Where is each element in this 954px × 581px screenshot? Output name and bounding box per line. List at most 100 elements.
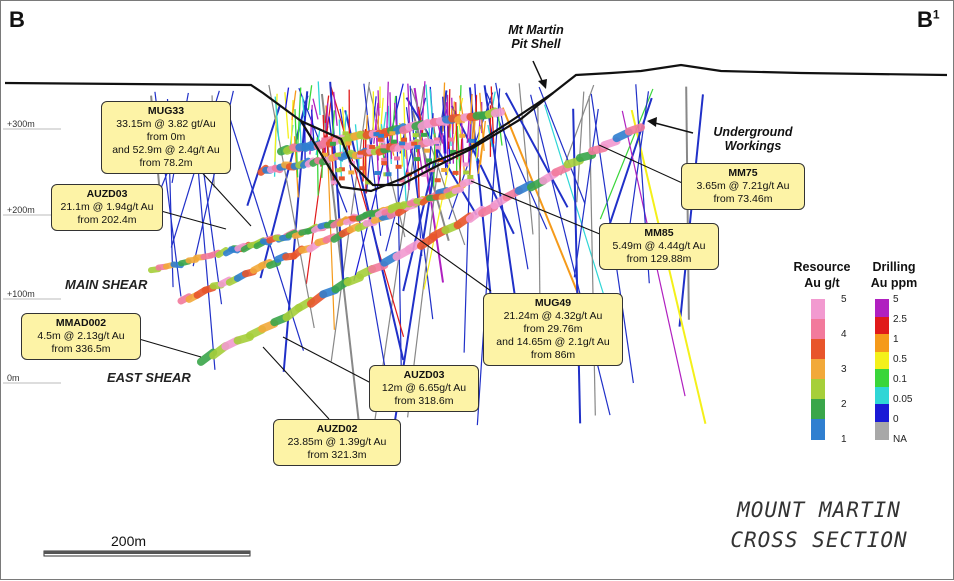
resource-block	[339, 176, 345, 180]
main-shear-label: MAIN SHEAR	[65, 277, 147, 292]
pit-shell-arrow	[533, 61, 543, 83]
resource-block	[580, 155, 592, 158]
resource-legend-swatch	[811, 319, 825, 340]
resource-block	[468, 139, 474, 143]
drilling-legend-swatch	[875, 387, 889, 405]
drilling-legend-tick: 0.1	[893, 374, 907, 385]
callout-mm75: MM75 3.65m @ 7.21g/t Au from 73.46m	[681, 163, 805, 210]
resource-block	[335, 153, 341, 157]
resource-legend-tick: 5	[841, 294, 847, 305]
drilling-legend-swatch	[875, 317, 889, 335]
drilling-legend-tick: 0.5	[893, 354, 907, 365]
scale-bar	[44, 551, 250, 556]
underground-workings-label: Underground Workings	[695, 125, 811, 153]
resource-legend-tick: 4	[841, 329, 847, 340]
callout-auzd03-lower: AUZD03 12m @ 6.65g/t Au from 318.6m	[369, 365, 479, 412]
resource-block	[435, 145, 441, 149]
drilling-legend-title: Drilling Au ppm	[861, 259, 927, 291]
resource-legend-swatch	[811, 399, 825, 420]
resource-block	[345, 141, 351, 145]
resource-block	[399, 141, 405, 145]
resource-block	[413, 133, 419, 137]
resource-legend-tick: 2	[841, 399, 847, 410]
resource-block	[414, 157, 420, 161]
resource-block	[434, 140, 440, 144]
drilling-legend-swatch	[875, 369, 889, 387]
underground-arrowhead	[647, 117, 657, 127]
resource-legend-swatch	[811, 339, 825, 360]
resource-block	[463, 171, 469, 175]
resource-block	[348, 170, 354, 174]
drilling-legend-swatch	[875, 299, 889, 317]
resource-block	[629, 127, 641, 131]
callout-mmad002: MMAD002 4.5m @ 2.13g/t Au from 336.5m	[21, 313, 141, 360]
resource-block	[270, 262, 278, 265]
resource-block	[396, 165, 402, 169]
drilling-legend-swatch	[875, 334, 889, 352]
resource-block	[358, 151, 364, 155]
resource-block	[495, 112, 501, 113]
resource-block	[342, 131, 348, 135]
drilling-legend-tick: 0	[893, 414, 899, 425]
resource-block	[441, 168, 447, 172]
drilling-legend-swatch	[875, 404, 889, 422]
resource-block	[389, 131, 395, 135]
resource-block	[604, 141, 616, 145]
scale-bar-label: 200m	[111, 533, 146, 549]
resource-legend-swatch	[811, 419, 825, 440]
callout-mm85: MM85 5.49m @ 4.44g/t Au from 129.88m	[599, 223, 719, 270]
resource-block	[435, 178, 441, 182]
resource-block	[467, 175, 473, 179]
resource-block	[381, 161, 387, 165]
resource-legend-swatch	[811, 379, 825, 400]
resource-block	[321, 138, 327, 142]
section-end-label: B1	[917, 7, 940, 33]
callout-auzd02: AUZD02 23.85m @ 1.39g/t Au from 321.3m	[273, 419, 401, 466]
drill-trace	[519, 83, 533, 234]
drilling-color-ramp	[875, 299, 889, 439]
resource-block	[380, 144, 386, 148]
resource-block	[336, 168, 342, 172]
drill-trace	[313, 99, 318, 120]
drilling-legend-swatch	[875, 422, 889, 440]
resource-block	[375, 171, 381, 175]
resource-block	[386, 172, 392, 176]
elevation-300: +300m	[7, 119, 35, 129]
resource-legend-tick: 3	[841, 364, 847, 375]
resource-block	[391, 140, 397, 144]
east-shear-label: EAST SHEAR	[107, 370, 191, 385]
drill-trace	[318, 81, 320, 115]
resource-block	[426, 142, 431, 143]
drilling-legend-tick: 2.5	[893, 314, 907, 325]
resource-block	[373, 132, 379, 136]
resource-block	[414, 145, 420, 149]
drilling-legend-swatch	[875, 352, 889, 370]
resource-block	[394, 156, 400, 160]
section-start-label: B	[9, 7, 25, 33]
resource-block	[331, 180, 337, 184]
resource-block	[463, 181, 471, 184]
drilling-legend-tick: 5	[893, 294, 899, 305]
drill-trace	[589, 96, 595, 415]
resource-block	[421, 133, 427, 137]
resource-color-ramp	[811, 299, 825, 439]
resource-block	[448, 138, 454, 142]
callout-mug33: MUG33 33.15m @ 3.82 gt/Au from 0m and 52…	[101, 101, 231, 174]
elevation-0: 0m	[7, 373, 20, 383]
resource-block	[459, 134, 465, 138]
drill-trace	[308, 85, 311, 110]
resource-block	[555, 167, 567, 172]
resource-legend-tick: 1	[841, 434, 847, 445]
resource-legend-title: Resource Au g/t	[787, 259, 857, 291]
drilling-legend-tick: 0.05	[893, 394, 912, 405]
resource-legend-swatch	[811, 359, 825, 380]
section-title: MOUNT MARTIN CROSS SECTION	[701, 495, 937, 555]
resource-block	[455, 189, 461, 191]
resource-legend-swatch	[811, 299, 825, 320]
resource-block	[378, 138, 384, 142]
drilling-legend-tick: NA	[893, 434, 907, 445]
resource-block	[330, 142, 336, 146]
drill-trace	[600, 89, 653, 219]
resource-block	[463, 162, 469, 166]
